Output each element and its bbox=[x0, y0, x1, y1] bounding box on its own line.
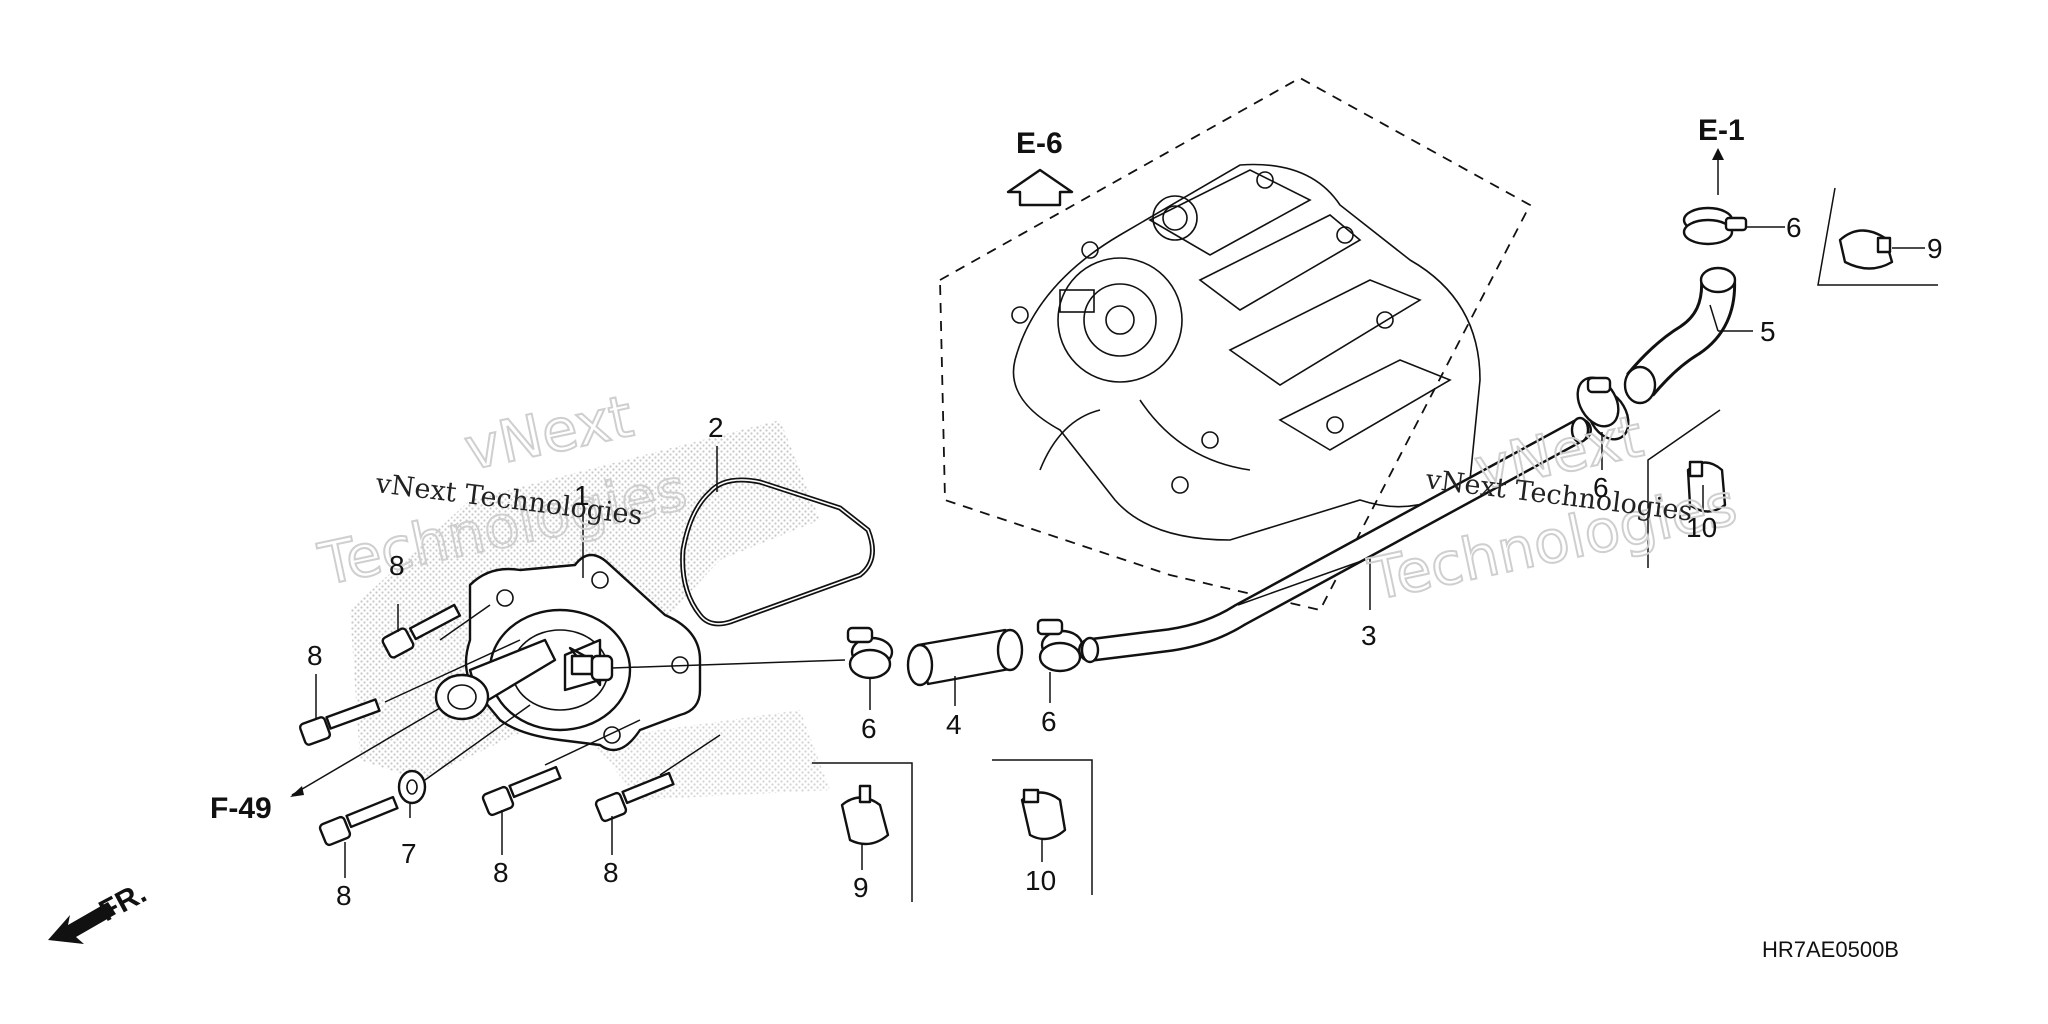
callout-leaders bbox=[315, 226, 1925, 878]
inset-clip-10-bottom bbox=[992, 759, 1093, 895]
inset-clip-9-top bbox=[1817, 187, 1938, 286]
water-pipe bbox=[1078, 416, 1592, 664]
inset-clip-10-top bbox=[1647, 409, 1727, 568]
hose-clamp-middle bbox=[1036, 618, 1084, 673]
callout-1: 1 bbox=[574, 480, 590, 511]
callout-6-top: 6 bbox=[1786, 212, 1802, 243]
f49-leader bbox=[290, 707, 441, 797]
assembly-lines bbox=[384, 604, 846, 781]
callout-6-left: 6 bbox=[861, 713, 877, 744]
callout-8-bottom-middle: 8 bbox=[493, 857, 509, 888]
short-hose bbox=[906, 628, 1024, 687]
fr-arrow-icon bbox=[48, 902, 116, 944]
hose-clamp-right bbox=[1576, 376, 1630, 441]
up-arrow-icon bbox=[1006, 168, 1074, 207]
e1-arrow bbox=[1712, 148, 1724, 195]
bolt-left bbox=[298, 698, 381, 746]
callout-10-top: 10 bbox=[1686, 512, 1717, 543]
callout-4: 4 bbox=[946, 709, 962, 740]
bolt-bottom-left bbox=[318, 795, 399, 847]
water-pump-body bbox=[434, 553, 702, 752]
callout-9-bottom: 9 bbox=[853, 872, 869, 903]
callout-5: 5 bbox=[1760, 316, 1776, 347]
callout-3: 3 bbox=[1361, 620, 1377, 651]
bolt-bottom-right bbox=[594, 771, 675, 823]
ref-e6: E-6 bbox=[1016, 127, 1063, 160]
callout-6-middle: 6 bbox=[1041, 706, 1057, 737]
engine-crankcase bbox=[939, 76, 1532, 612]
washer bbox=[397, 769, 427, 805]
callouts: 1 2 3 4 5 6 6 6 6 7 8 8 8 8 8 9 9 10 10 bbox=[307, 212, 1943, 911]
callout-8-bottom-left: 8 bbox=[336, 880, 352, 911]
callout-9-top: 9 bbox=[1927, 233, 1943, 264]
ref-f49: F-49 bbox=[210, 792, 272, 825]
callout-2: 2 bbox=[708, 412, 724, 443]
callout-8-upper: 8 bbox=[389, 550, 405, 581]
bolt-upper bbox=[381, 603, 462, 659]
callout-8-left: 8 bbox=[307, 640, 323, 671]
hose-clamp-left bbox=[846, 626, 894, 680]
callout-8-bottom-right: 8 bbox=[603, 857, 619, 888]
inset-clip-9-bottom bbox=[812, 762, 913, 902]
callout-7: 7 bbox=[401, 838, 417, 869]
ref-e1: E-1 bbox=[1698, 114, 1745, 147]
bolt-bottom-middle bbox=[481, 765, 562, 817]
hose-clamp-top bbox=[1682, 206, 1748, 246]
callout-6-right: 6 bbox=[1593, 472, 1609, 503]
diagram-code: HR7AE0500B bbox=[1762, 937, 1899, 962]
curved-hose bbox=[1623, 266, 1737, 405]
callout-10-bottom: 10 bbox=[1025, 865, 1056, 896]
